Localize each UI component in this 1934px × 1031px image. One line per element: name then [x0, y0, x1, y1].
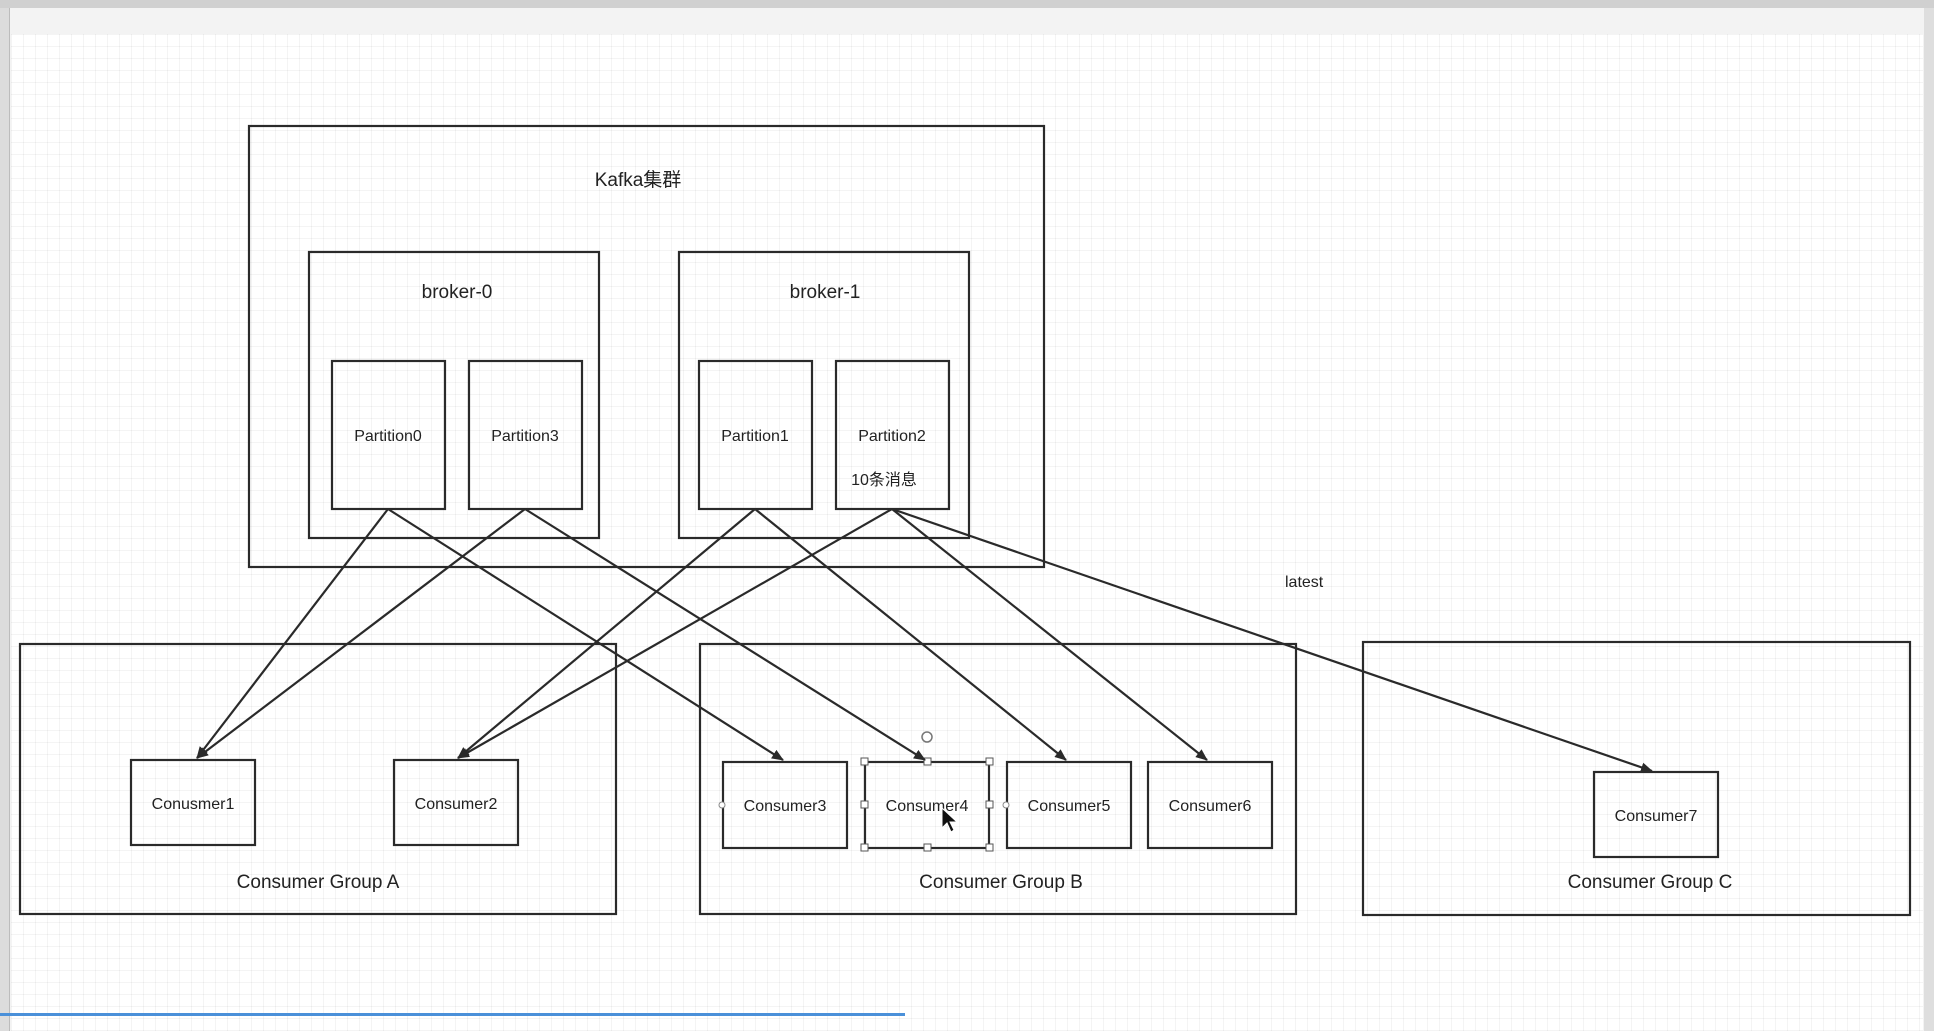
kafka-cluster-label: Kafka集群 [595, 169, 682, 191]
edge-p1-c5[interactable] [754, 508, 1067, 761]
broker-1-label: broker-1 [790, 282, 861, 303]
partition-0-label: Partition0 [354, 428, 422, 445]
consumer-group-b[interactable]: Consumer Group B [698, 642, 1298, 916]
latest-annotation: latest [1285, 574, 1324, 591]
connect-point-left[interactable] [718, 801, 726, 809]
window-top-bar [0, 0, 1934, 8]
consumer-group-a[interactable]: Consumer Group A [18, 642, 618, 916]
consumer-1[interactable]: Conusmer1 [129, 758, 257, 847]
broker-1[interactable]: broker-1 [677, 250, 971, 540]
edge-p2-c7[interactable] [891, 507, 1653, 773]
consumer-3-label: Consumer3 [744, 798, 827, 815]
resize-handle-e[interactable] [985, 800, 994, 809]
consumer-7[interactable]: Consumer7 [1592, 770, 1720, 859]
partition-1[interactable]: Partition1 [697, 359, 814, 511]
edge-p1-c2[interactable] [457, 508, 756, 759]
partition-2[interactable]: Partition2 10条消息 [834, 359, 951, 511]
edge-p2-c6[interactable] [891, 508, 1208, 761]
kafka-cluster[interactable]: Kafka集群 [247, 124, 1046, 569]
consumer-4[interactable]: Consumer4 [863, 760, 991, 850]
broker-0[interactable]: broker-0 [307, 250, 601, 540]
edge-p0-c3[interactable] [387, 508, 784, 761]
broker-0-label: broker-0 [422, 282, 493, 303]
rotate-handle-icon[interactable] [921, 731, 933, 743]
consumer-3[interactable]: Consumer3 [721, 760, 849, 850]
consumer-2-label: Consumer2 [415, 796, 498, 813]
edge-p0-c1[interactable] [196, 508, 389, 759]
resize-handle-w[interactable] [860, 800, 869, 809]
partition-3[interactable]: Partition3 [467, 359, 584, 511]
partition-1-label: Partition1 [721, 428, 789, 445]
resize-handle-ne[interactable] [985, 757, 994, 766]
resize-handle-se[interactable] [985, 843, 994, 852]
selection-handles[interactable] [718, 731, 1010, 852]
consumer-group-b-label: Consumer Group B [919, 872, 1083, 893]
partition-2-note: 10条消息 [851, 471, 917, 489]
consumer-group-c-label: Consumer Group C [1568, 872, 1733, 893]
partition-3-label: Partition3 [491, 428, 559, 445]
edge-p3-c4[interactable] [524, 508, 926, 761]
consumer-5-label: Consumer5 [1028, 798, 1111, 815]
connect-point-right[interactable] [1002, 801, 1010, 809]
right-panel-edge [1924, 8, 1934, 1031]
edges [196, 507, 1653, 773]
consumer-7-label: Consumer7 [1615, 808, 1698, 825]
consumer-6[interactable]: Consumer6 [1146, 760, 1274, 850]
mouse-cursor-icon [941, 806, 959, 833]
consumer-group-a-label: Consumer Group A [237, 872, 400, 893]
resize-handle-sw[interactable] [860, 843, 869, 852]
consumer-6-label: Consumer6 [1169, 798, 1252, 815]
resize-handle-s[interactable] [923, 843, 932, 852]
consumer-group-c[interactable]: Consumer Group C [1361, 640, 1912, 917]
edge-p2-c2[interactable] [457, 508, 893, 759]
resize-handle-nw[interactable] [860, 757, 869, 766]
partition-2-label: Partition2 [858, 428, 926, 445]
consumer-5[interactable]: Consumer5 [1005, 760, 1133, 850]
partition-0[interactable]: Partition0 [330, 359, 447, 511]
diagram-canvas[interactable] [11, 34, 1923, 1031]
resize-handle-n[interactable] [923, 757, 932, 766]
edge-p3-c1[interactable] [196, 508, 526, 759]
consumer-2[interactable]: Consumer2 [392, 758, 520, 847]
consumer-4-label: Consumer4 [886, 798, 969, 815]
load-progress-bar [0, 1013, 905, 1016]
left-scrollbar[interactable] [0, 8, 10, 1031]
consumer-1-label: Conusmer1 [152, 796, 235, 813]
